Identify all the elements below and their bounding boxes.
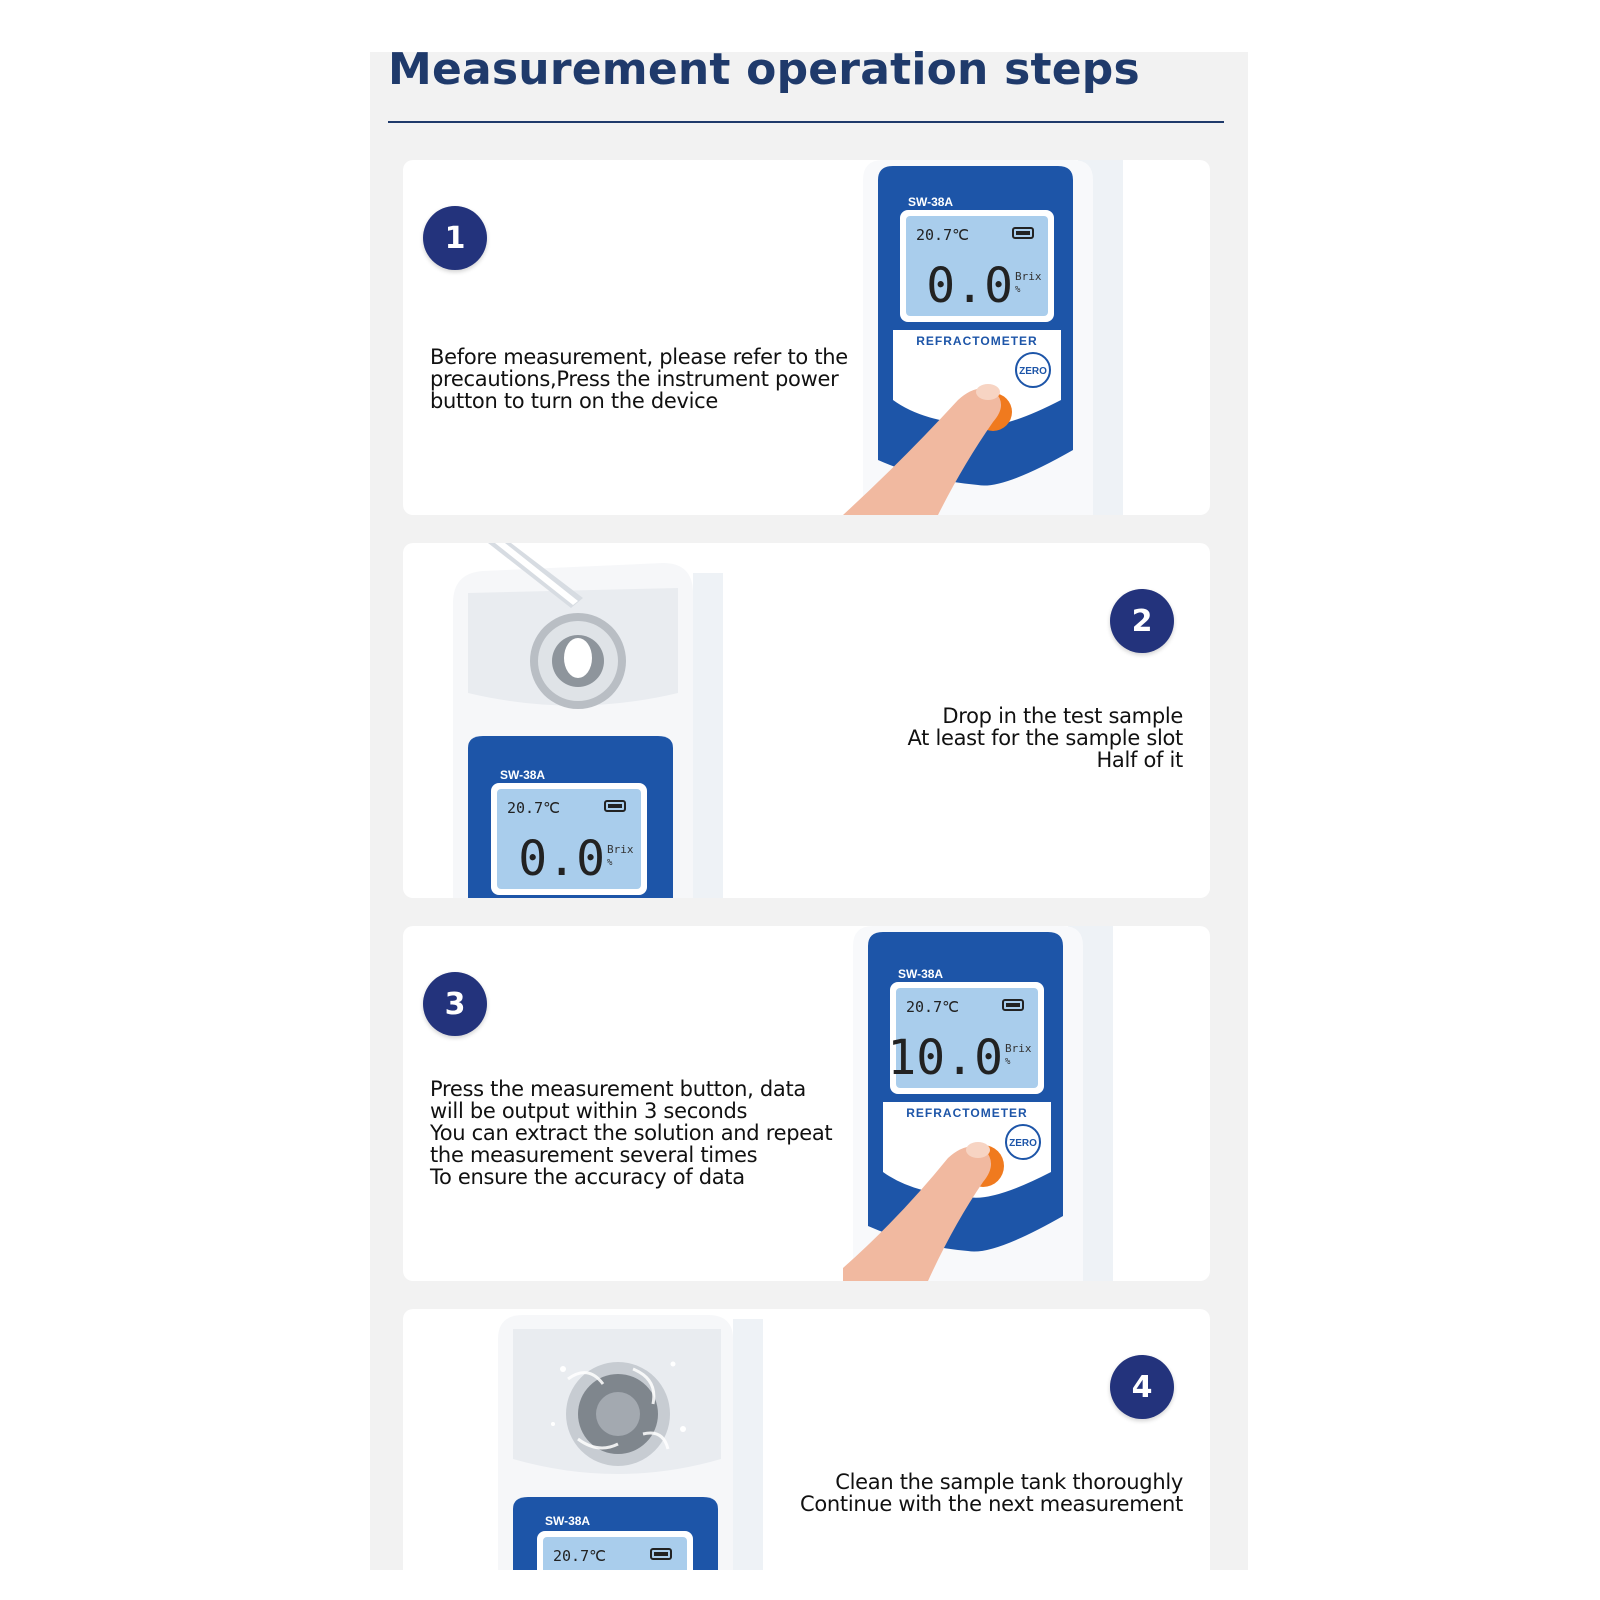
- lcd-unit: Brix: [1015, 270, 1042, 283]
- model-label: SW-38A: [898, 967, 943, 981]
- lcd-unit-percent: %: [1015, 285, 1021, 295]
- refractometer-label: REFRACTOMETER: [916, 334, 1037, 348]
- step-number-badge: 2: [1110, 589, 1174, 653]
- step-description: Clean the sample tank thoroughly Continu…: [800, 1470, 1183, 1516]
- step-card-4: 4 Clean the sample tank thoroughly Conti…: [403, 1309, 1210, 1570]
- step-description: Drop in the test sample At least for the…: [907, 704, 1183, 772]
- lcd-temperature: 20.7℃: [553, 1547, 606, 1565]
- lcd-unit: Brix: [1005, 1042, 1032, 1055]
- step-description: Press the measurement button, data will …: [430, 1077, 833, 1189]
- step-card-3: 3 Press the measurement button, data wil…: [403, 926, 1210, 1281]
- lcd-unit: Brix: [607, 843, 634, 856]
- page-title: Measurement operation steps: [388, 44, 1140, 95]
- lcd-temperature: 20.7℃: [916, 226, 969, 244]
- refractometer-label: REFRACTOMETER: [906, 1106, 1027, 1120]
- lcd-unit-percent: %: [607, 858, 613, 868]
- step-number-badge: 4: [1110, 1355, 1174, 1419]
- zero-button-label: ZERO: [1009, 1138, 1037, 1149]
- lcd-reading: 0.0: [926, 258, 1013, 314]
- lcd-temperature: 20.7℃: [906, 998, 959, 1016]
- lcd-temperature: 20.7℃: [507, 799, 560, 817]
- zero-button-label: ZERO: [1019, 366, 1047, 377]
- lcd-reading: 0.0: [518, 831, 605, 887]
- title-divider: [388, 121, 1224, 123]
- model-label: SW-38A: [500, 768, 545, 782]
- refractometer-measure-image: SW-38A 20.7℃ 10.0 Brix % REFRACTOMETER Z…: [843, 926, 1113, 1281]
- refractometer-front-image: SW-38A 20.7℃ 0.0 Brix % REFRACTOMETER ZE…: [843, 160, 1123, 515]
- refractometer-sample-drop-image: SW-38A 20.7℃ 0.0 Brix %: [453, 543, 723, 898]
- model-label: SW-38A: [545, 1514, 590, 1528]
- step-card-1: 1 Before measurement, please refer to th…: [403, 160, 1210, 515]
- model-label: SW-38A: [908, 195, 953, 209]
- step-number-badge: 1: [423, 206, 487, 270]
- lcd-unit-percent: %: [1005, 1057, 1011, 1067]
- step-description: Before measurement, please refer to the …: [430, 345, 848, 413]
- refractometer-clean-image: SW-38A 20.7℃: [498, 1315, 763, 1570]
- lcd-reading: 10.0: [887, 1030, 1003, 1086]
- step-number-badge: 3: [423, 972, 487, 1036]
- step-card-2: 2 Drop in the test sample At least for t…: [403, 543, 1210, 898]
